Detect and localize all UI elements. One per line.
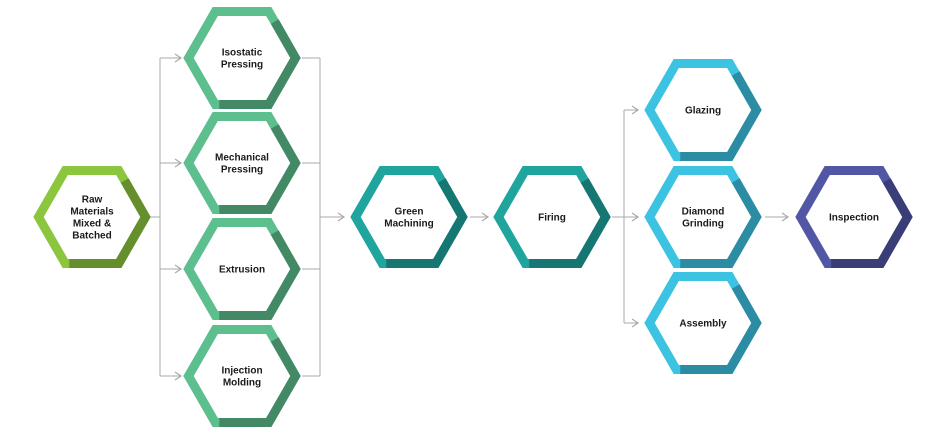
connectors (150, 57, 787, 377)
green-machining-label-line: Green (395, 207, 424, 218)
isostatic-pressing-label-line: Pressing (221, 60, 263, 71)
isostatic-pressing-hexagon-shade (219, 19, 301, 109)
injection-molding-label-line: Injection (221, 366, 262, 377)
green-machining-hexagon-shade (386, 178, 468, 268)
inspection-hexagon-shade (831, 178, 913, 268)
step-firing: Firing (493, 166, 611, 268)
inspection-label-line: Inspection (829, 213, 879, 224)
injection-molding-hexagon-shade (219, 337, 301, 427)
glazing-label-line: Glazing (685, 106, 721, 117)
glazing-label: Glazing (685, 106, 721, 117)
arrowhead-firing (481, 212, 490, 222)
extrusion-label-line: Extrusion (219, 265, 265, 276)
raw-materials-label-line: Materials (70, 207, 114, 218)
injection-molding-label-line: Molding (223, 378, 261, 389)
arrowhead-assembly (631, 318, 640, 328)
firing-label: Firing (538, 213, 566, 224)
step-extrusion: Extrusion (183, 218, 301, 320)
arrowhead-glazing (631, 105, 640, 115)
raw-materials-hexagon-shade (69, 178, 151, 268)
assembly-label: Assembly (679, 319, 727, 330)
arrowhead-inspection (781, 212, 790, 222)
green-machining-label-line: Machining (384, 219, 433, 230)
raw-materials-label-line: Batched (72, 231, 111, 242)
isostatic-pressing-label-line: Isostatic (222, 48, 263, 59)
step-assembly: Assembly (644, 272, 762, 374)
arrowhead-isostatic (174, 53, 183, 63)
diamond-grinding-label-line: Grinding (682, 219, 724, 230)
arrowhead-mechanical (174, 158, 183, 168)
assembly-hexagon-shade (680, 284, 762, 374)
mechanical-pressing-hexagon-shade (219, 124, 301, 214)
mechanical-pressing-label-line: Mechanical (215, 153, 269, 164)
arrowhead-diamond-grinding (631, 212, 640, 222)
diamond-grinding-label-line: Diamond (682, 207, 725, 218)
raw-materials-label-line: Raw (82, 195, 103, 206)
step-glazing: Glazing (644, 59, 762, 161)
assembly-label-line: Assembly (679, 319, 727, 330)
glazing-hexagon-shade (680, 71, 762, 161)
step-inspection: Inspection (795, 166, 913, 268)
firing-hexagon-shade (529, 178, 611, 268)
raw-materials-label-line: Mixed & (73, 219, 111, 230)
arrowhead-extrusion (174, 264, 183, 274)
extrusion-hexagon-shade (219, 230, 301, 320)
arrowhead-injection (174, 371, 183, 381)
mechanical-pressing-label-line: Pressing (221, 165, 263, 176)
extrusion-label: Extrusion (219, 265, 265, 276)
firing-label-line: Firing (538, 213, 566, 224)
inspection-label: Inspection (829, 213, 879, 224)
arrowhead-green-machining (337, 212, 346, 222)
diamond-grinding-hexagon-shade (680, 178, 762, 268)
arrowheads (174, 53, 790, 381)
